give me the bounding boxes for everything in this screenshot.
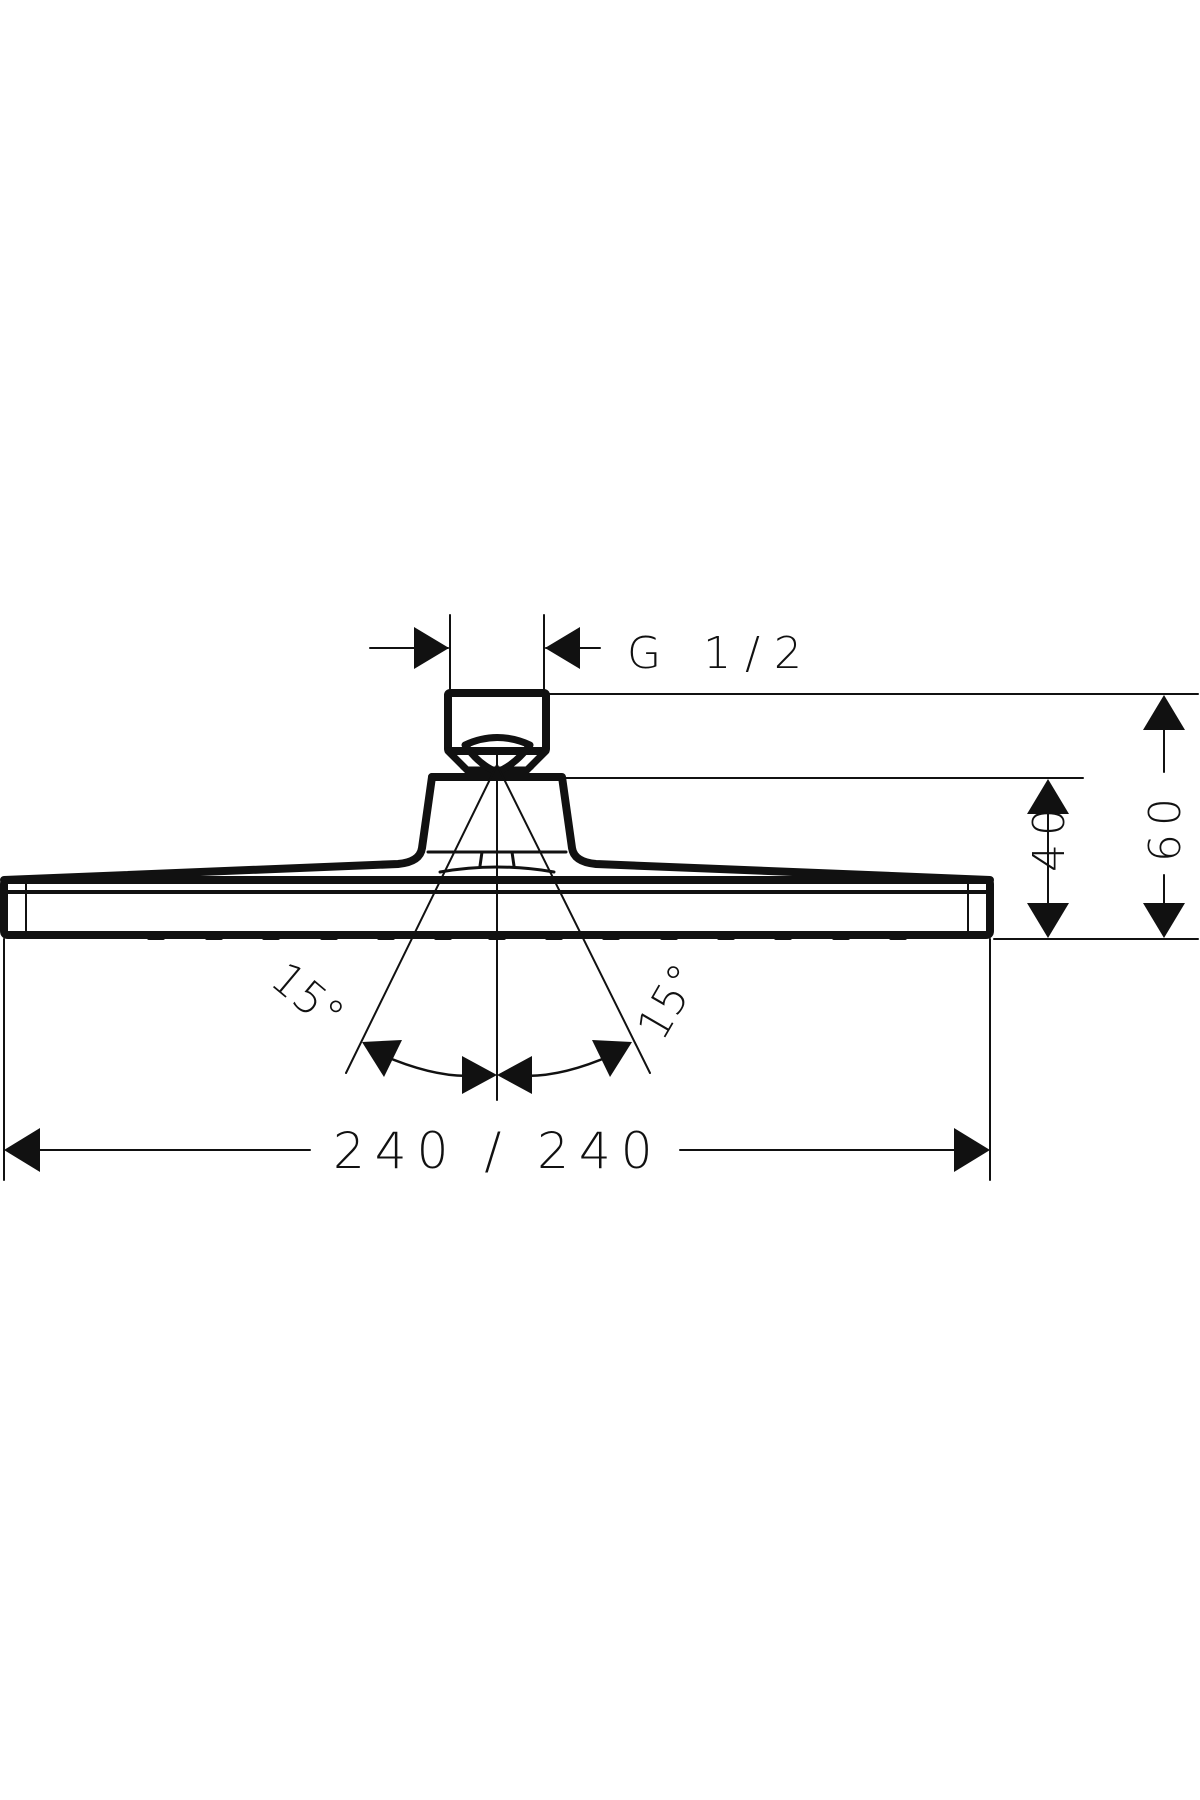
angle-right-label: 15° [627,955,710,1048]
angle-left-label: 15° [261,952,354,1041]
arm-height-label: 40 [1024,800,1075,872]
angle-arrowheads [362,1040,632,1094]
thread-arrowheads [414,627,580,669]
arm-height-arrowheads [1027,779,1069,938]
spray-angle-lines [345,754,651,1101]
width-label: 240 / 240 [333,1122,663,1180]
width-arrowheads [4,1128,990,1172]
total-height-label: 60 [1140,790,1191,862]
width-extension-lines [3,938,991,1181]
total-height-arrowheads [1143,695,1185,938]
thread-label: G 1/2 [627,628,816,679]
height-extension-lines [547,693,1199,940]
